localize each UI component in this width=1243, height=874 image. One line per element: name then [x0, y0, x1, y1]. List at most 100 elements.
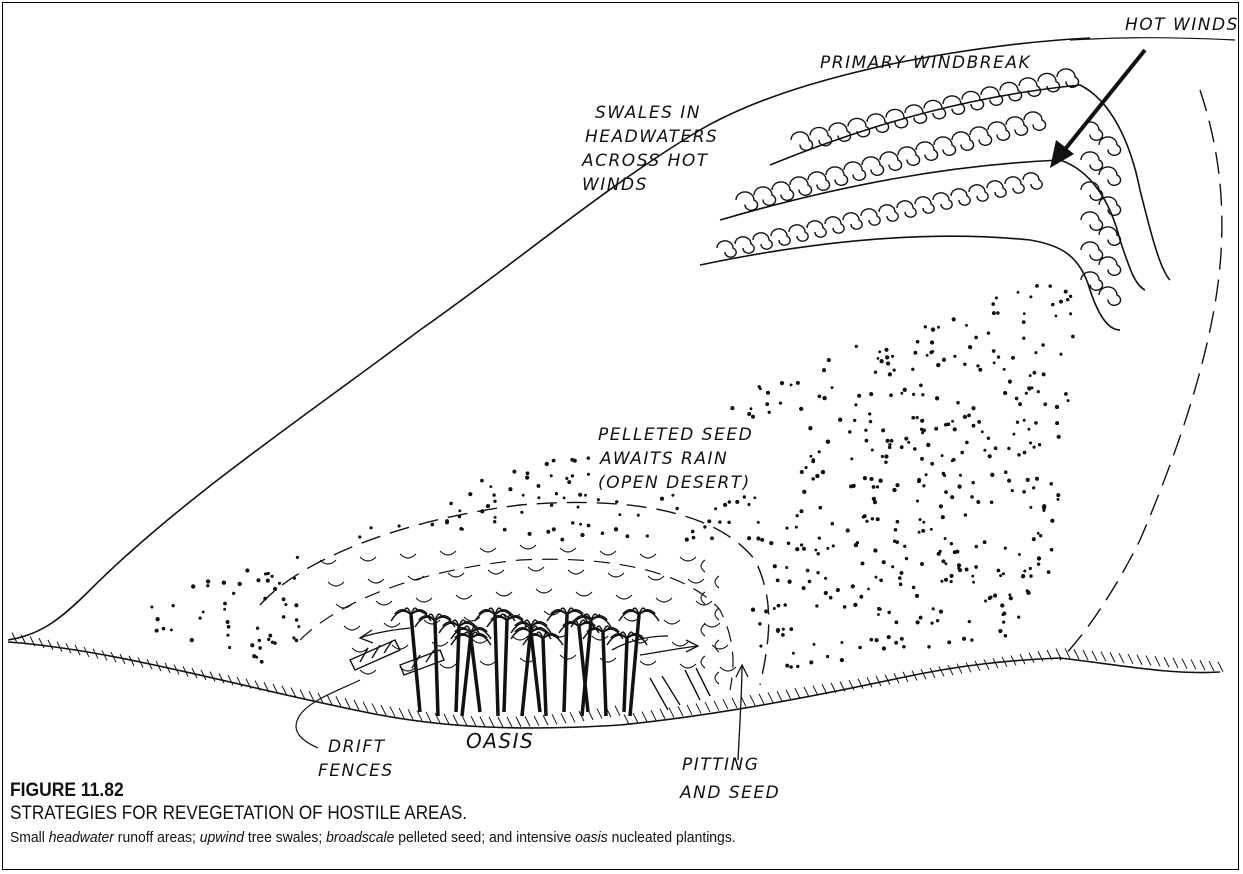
seed-dot [972, 424, 976, 428]
seed-dot [1042, 504, 1046, 508]
hatch-mark [759, 694, 764, 704]
seed-dot [1022, 320, 1026, 324]
tree-clump [1081, 242, 1103, 260]
hatch-mark [786, 690, 791, 700]
seed-dot [968, 620, 971, 623]
seed-dot [944, 490, 948, 494]
seed-dot [848, 430, 852, 434]
seed-dot [920, 457, 924, 461]
seed-dot [800, 543, 803, 546]
seed-dot [916, 340, 920, 344]
catchment-arc [448, 573, 464, 577]
seed-dot [1029, 574, 1032, 577]
seed-dot [1032, 537, 1036, 541]
seed-dot [1001, 613, 1004, 616]
seed-dot [972, 581, 975, 584]
seed-dot [861, 562, 865, 566]
seed-dot [597, 498, 600, 501]
seed-dot [1003, 368, 1006, 371]
seed-dot [858, 646, 862, 650]
seed-dot [904, 437, 908, 441]
seed-dot [873, 548, 877, 552]
palm-trunk [630, 615, 639, 716]
seed-dot [747, 536, 751, 540]
seed-dot [560, 538, 564, 542]
seed-dot [227, 625, 231, 629]
seed-dot [913, 447, 917, 451]
seed-dot [1025, 392, 1028, 395]
seed-dot [579, 523, 582, 526]
hatch-mark [1209, 661, 1214, 671]
seed-dot [877, 613, 880, 616]
hatch-mark [1155, 656, 1160, 666]
seed-dot [990, 473, 994, 477]
hatch-mark [561, 713, 566, 723]
seed-dot [963, 415, 967, 419]
hatch-mark [939, 666, 944, 676]
seed-dot [789, 665, 793, 669]
seed-dot [1059, 300, 1063, 304]
catchment-arc [528, 567, 544, 571]
seed-dot [1039, 534, 1042, 537]
seed-dot [939, 504, 943, 508]
seed-dot [991, 302, 995, 306]
seed-dot [1003, 391, 1007, 395]
seed-dot [492, 493, 495, 496]
catchment-arc [680, 557, 696, 561]
seed-dot [811, 477, 815, 481]
seed-dot [857, 394, 861, 398]
seed-dot [787, 580, 791, 584]
seed-dot [802, 586, 806, 590]
seed-dot [777, 604, 781, 608]
seed-dot [730, 406, 734, 410]
seed-dot [931, 327, 935, 331]
seed-dot [1051, 303, 1055, 307]
seed-dot [1055, 315, 1058, 318]
seed-dot [747, 412, 751, 416]
hatch-mark [696, 703, 701, 713]
catchment-arc [672, 642, 688, 646]
seed-dot [915, 620, 919, 624]
seed-dot [878, 479, 882, 483]
tree-clump [969, 185, 988, 201]
seed-dot [1032, 486, 1035, 489]
catchment-arc [400, 554, 416, 558]
seed-dot [988, 454, 992, 458]
seed-dot [814, 549, 817, 552]
catchment-arc [712, 645, 728, 649]
description-part: broadscale [326, 829, 394, 846]
hatch-mark [552, 714, 557, 724]
seed-dot [975, 545, 979, 549]
palm-trunk [531, 633, 540, 712]
catchment-arc [512, 636, 528, 640]
seed-dot [805, 466, 808, 469]
seed-dot [840, 658, 844, 662]
seed-dot [256, 627, 259, 630]
seed-dot [256, 578, 260, 582]
seed-dot [974, 565, 978, 569]
seed-dot [886, 361, 890, 365]
seed-dot [826, 655, 829, 658]
seed-dot [723, 503, 727, 507]
seed-dot [1017, 615, 1020, 618]
seed-dot [757, 521, 760, 524]
seed-dot [398, 524, 401, 527]
tree-clump [1099, 197, 1121, 215]
hatch-mark [687, 705, 692, 715]
seed-dot [785, 566, 788, 569]
seed-dot [957, 484, 961, 488]
catchment-arc [640, 661, 656, 665]
description-part: pelleted seed; and intensive [394, 829, 575, 846]
seed-dot [993, 361, 996, 364]
seed-dot [260, 660, 264, 664]
seed-dot [850, 457, 853, 460]
palm-trunk [471, 639, 480, 712]
seed-dot [1056, 493, 1060, 497]
seed-dot [1009, 596, 1013, 600]
seed-dot [900, 571, 904, 575]
seed-dot [925, 473, 928, 476]
seed-dot [919, 616, 923, 620]
seed-dot [802, 490, 806, 494]
hatch-mark [381, 705, 386, 715]
hatch-mark [597, 709, 602, 719]
